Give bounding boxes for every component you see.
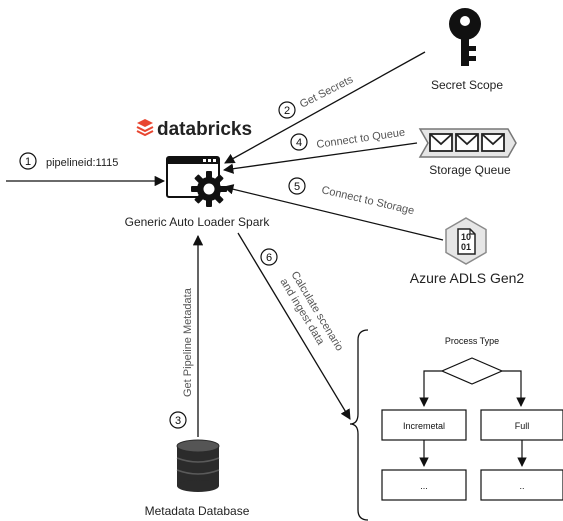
databricks-stack-icon (136, 119, 154, 137)
arrow-connect-storage (222, 184, 444, 241)
queue-icon (418, 128, 517, 158)
incremental-label: Incremetal (403, 421, 445, 431)
envelope-icon (429, 133, 453, 152)
next-step-left-box (381, 469, 467, 501)
databricks-wordmark: databricks (157, 119, 252, 140)
process-brace (349, 329, 369, 521)
arrow-get-secrets (224, 51, 426, 164)
incremental-box (381, 409, 467, 441)
database-icon (176, 439, 220, 492)
adls-label: Azure ADLS Gen2 (410, 270, 525, 286)
process-type-title: Process Type (445, 336, 499, 346)
step-2-marker: 2 (278, 101, 296, 119)
step-3-marker: 3 (169, 411, 187, 429)
process-flowchart: Process Type Incremetal Full ... .. (381, 336, 563, 501)
secret-scope-label: Secret Scope (431, 78, 503, 92)
svg-text:4: 4 (296, 137, 302, 149)
step-4-marker: 4 (290, 133, 308, 151)
key-icon (449, 8, 481, 66)
next-step-right-box (480, 469, 563, 501)
full-box (480, 409, 563, 441)
databricks-logo: databricks (136, 119, 252, 140)
step-3-label: Get Pipeline Metadata (182, 287, 194, 397)
arrow-connect-queue (222, 142, 418, 174)
adls-icon-bits-1: 10 (461, 232, 471, 242)
step-1-label: pipelineid:1115 (46, 157, 118, 169)
step-5-label: Connect to Storage (320, 184, 415, 217)
svg-text:6: 6 (266, 252, 272, 264)
envelope-icon (455, 133, 479, 152)
step-6-marker: 6 (260, 248, 278, 266)
next-step-left-label: ... (420, 481, 428, 491)
metadata-db-label: Metadata Database (145, 504, 250, 518)
step-1-marker: 1 (19, 152, 37, 170)
spark-label: Generic Auto Loader Spark (125, 215, 271, 229)
svg-text:2: 2 (284, 105, 290, 117)
adls-icon-bits-2: 01 (461, 242, 471, 252)
step-2-label: Get Secrets (298, 73, 356, 110)
envelope-icon (481, 133, 505, 152)
step-4-label: Connect to Queue (316, 127, 406, 151)
spark-app-icon (166, 156, 227, 207)
svg-text:5: 5 (294, 181, 300, 193)
svg-text:1: 1 (25, 156, 31, 168)
decision-diamond (440, 357, 504, 385)
storage-queue-label: Storage Queue (429, 163, 511, 177)
next-step-right-label: .. (519, 481, 524, 491)
step-5-marker: 5 (288, 177, 306, 195)
arrow-calculate-ingest (237, 232, 351, 420)
svg-text:3: 3 (175, 415, 181, 427)
adls-storage-icon: 10 01 (445, 217, 487, 265)
full-label: Full (515, 421, 530, 431)
gear-icon (191, 171, 227, 207)
